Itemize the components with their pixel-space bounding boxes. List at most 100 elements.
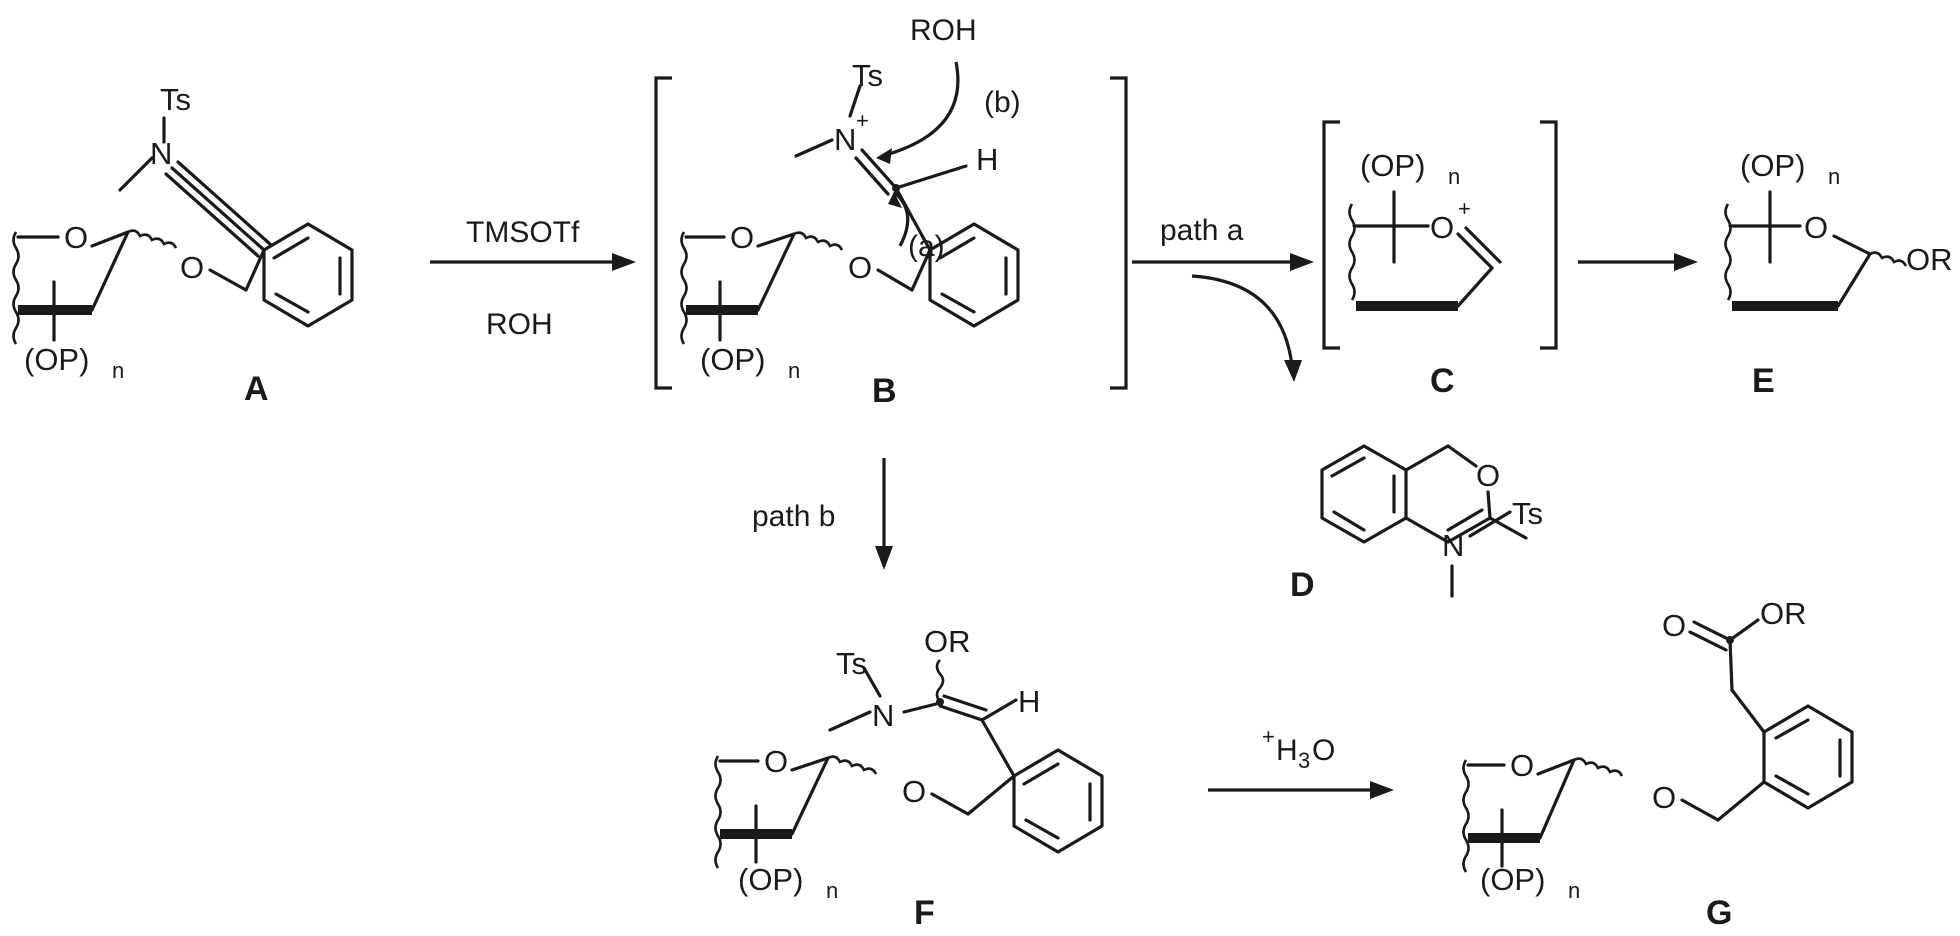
curved-arrow-a-head <box>888 192 902 208</box>
compound-f-wavy-bond <box>714 755 722 869</box>
curved-arrow-a <box>892 190 910 247</box>
compound-b-bond <box>848 84 862 118</box>
compound-a-label: A <box>244 370 269 408</box>
compound-g-double-bond <box>1774 774 1810 796</box>
nucleophile-roh: ROH <box>910 14 977 47</box>
arrow-path-a-head <box>1290 253 1314 271</box>
compound-e: (OP) n O OR E <box>1724 148 1953 400</box>
compound-c: (OP) n O + C <box>1322 120 1558 400</box>
reagent-h3o-subscript: 3 <box>1298 748 1310 773</box>
compound-c-oxygen-charge: + <box>1458 196 1471 221</box>
compound-f-hydrogen: H <box>1018 684 1040 719</box>
compound-f-label: F <box>914 894 935 932</box>
arrow-f-to-g: + H 3 O <box>1208 724 1394 799</box>
compound-f-bond <box>902 702 938 714</box>
curved-arrow-b-label: (b) <box>984 86 1021 119</box>
compound-b-sp-carbon <box>892 184 900 192</box>
compound-g-ring-oxygen: O <box>1510 748 1534 783</box>
compound-f-op-group: (OP) <box>738 862 803 897</box>
compound-g-bond <box>1728 638 1734 692</box>
compound-g-double-bond <box>1774 718 1810 740</box>
compound-e-op-group: (OP) <box>1740 148 1805 183</box>
compound-b-bond <box>756 232 796 312</box>
compound-f-bond <box>862 666 882 698</box>
reagent-roh: ROH <box>486 308 553 341</box>
compound-c-double-bond <box>1456 232 1494 270</box>
compound-a-op-group: (OP) <box>24 342 89 377</box>
compound-d-bond <box>1404 444 1450 472</box>
curved-arrow-b-head <box>876 148 892 164</box>
compound-f-bond <box>828 710 872 732</box>
compound-d-label: D <box>1290 566 1315 604</box>
reagent-h3o-o: O <box>1312 734 1335 767</box>
compound-f-double-bond <box>942 694 988 712</box>
compound-b: O (OP) n O H N + Ts (a) (b) RO <box>654 14 1128 410</box>
compound-a-triple-bond <box>170 166 266 252</box>
arrow-path-b-head <box>875 546 893 570</box>
reagent-h3o-h: H <box>1276 734 1298 767</box>
compound-f-double-bond <box>1024 818 1060 840</box>
compound-a: O (OP) n O N Ts A <box>12 82 354 408</box>
reagent-tmsotf: TMSOTf <box>466 216 580 249</box>
arrow-path-a-branch-head <box>1284 360 1302 382</box>
compound-c-double-bond <box>1464 226 1502 264</box>
compound-f-tosyl: Ts <box>836 646 867 681</box>
compound-e-wavy-bond <box>1724 203 1732 301</box>
compound-a-bond <box>208 268 248 292</box>
compound-f-double-bond <box>1022 762 1060 786</box>
compound-g-bond <box>1536 758 1576 776</box>
compound-b-hydrogen: H <box>976 142 998 177</box>
compound-a-benzene-ring <box>262 222 354 328</box>
compound-d-double-bond <box>1446 508 1484 532</box>
arrow-f-to-g-head <box>1370 781 1394 799</box>
compound-b-bond <box>756 232 796 248</box>
compound-g-bond <box>1716 780 1766 822</box>
compound-d-bond <box>1486 490 1492 520</box>
compound-f-nitrogen: N <box>872 698 894 733</box>
compound-b-tosyl: Ts <box>852 58 883 93</box>
compound-a-tosyl: Ts <box>160 82 191 117</box>
compound-g-carbonyl-oxygen: O <box>1662 608 1686 643</box>
compound-c-wavy-bond <box>1348 203 1356 301</box>
compound-b-ring-oxygen: O <box>730 220 754 255</box>
compound-f-bond <box>930 792 970 816</box>
arrow-path-a-branch <box>1191 274 1294 367</box>
compound-e-op-subscript: n <box>1828 164 1840 189</box>
compound-b-double-bond <box>854 156 890 196</box>
compound-b-wavy-bond <box>680 231 688 345</box>
compound-d-double-bond <box>1332 510 1366 532</box>
compound-f-bond <box>980 718 1016 778</box>
compound-g-double-bond <box>1688 630 1728 652</box>
compound-b-bond <box>910 248 932 292</box>
compound-f-double-bond <box>980 698 1018 722</box>
compound-b-nitrogen-charge: + <box>856 108 869 133</box>
compound-d-tosyl: Ts <box>1512 496 1543 531</box>
compound-g-double-bond <box>1692 620 1732 642</box>
curved-arrow-a-label: (a) <box>908 230 945 263</box>
compound-c-label: C <box>1430 362 1455 400</box>
compound-b-left-bracket <box>654 76 672 390</box>
compound-a-nitrogen: N <box>150 136 172 171</box>
compound-a-triple-bond <box>176 160 272 246</box>
compound-f-wavy-bond <box>827 755 878 775</box>
compound-c-op-subscript: n <box>1448 164 1460 189</box>
compound-b-op-group: (OP) <box>700 342 765 377</box>
compound-f-op-subscript: n <box>826 878 838 903</box>
curved-arrow-b <box>881 61 960 158</box>
compound-g-op-group: (OP) <box>1480 862 1545 897</box>
compound-d-oxygen: O <box>1476 458 1500 493</box>
arrow-c-to-e <box>1578 253 1698 271</box>
compound-a-op-subscript: n <box>112 358 124 383</box>
compound-c-oxygen: O <box>1430 210 1454 245</box>
compound-d-bond <box>1468 510 1512 538</box>
compound-f-bond <box>790 756 830 772</box>
compound-e-bond <box>1832 234 1872 256</box>
arrow-a-to-b: TMSOTf ROH <box>430 216 636 341</box>
compound-g-bond <box>1680 798 1720 822</box>
compound-b-bond <box>876 268 914 292</box>
arrow-path-b: path b <box>752 458 893 570</box>
compound-b-double-bond <box>894 164 968 190</box>
compound-b-nitrogen: N <box>834 122 856 157</box>
compound-d: O N N N N N N Ts D <box>1290 444 1543 604</box>
